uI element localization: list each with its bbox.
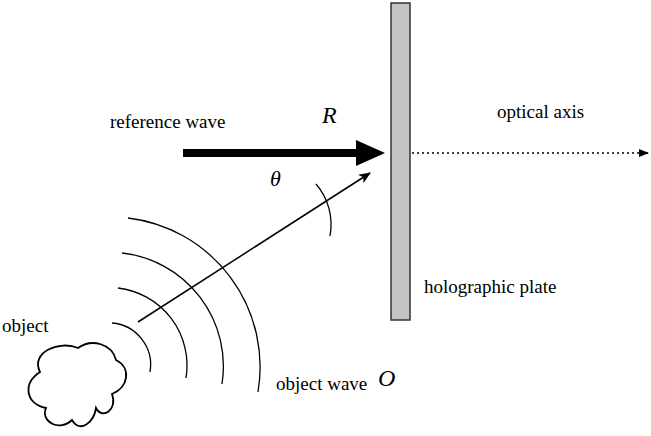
symbol-label: R xyxy=(322,103,337,127)
symbol-label: O xyxy=(378,366,395,390)
object-outline xyxy=(29,343,127,426)
angle-label: θ xyxy=(270,168,281,190)
angle-arc xyxy=(316,184,331,236)
holographic-plate xyxy=(391,3,410,320)
reference-arrow-shaft xyxy=(183,149,360,157)
object-label: object xyxy=(2,316,48,335)
axis-label: optical axis xyxy=(497,102,584,121)
reference-arrow-head xyxy=(356,140,385,166)
plate-label: holographic plate xyxy=(424,277,556,296)
object-wave-arrow xyxy=(138,173,370,322)
optical-axis-line xyxy=(412,152,648,153)
wave-label: object wave xyxy=(276,374,367,393)
wavefronts xyxy=(112,218,260,392)
wave-label: reference wave xyxy=(110,112,225,131)
